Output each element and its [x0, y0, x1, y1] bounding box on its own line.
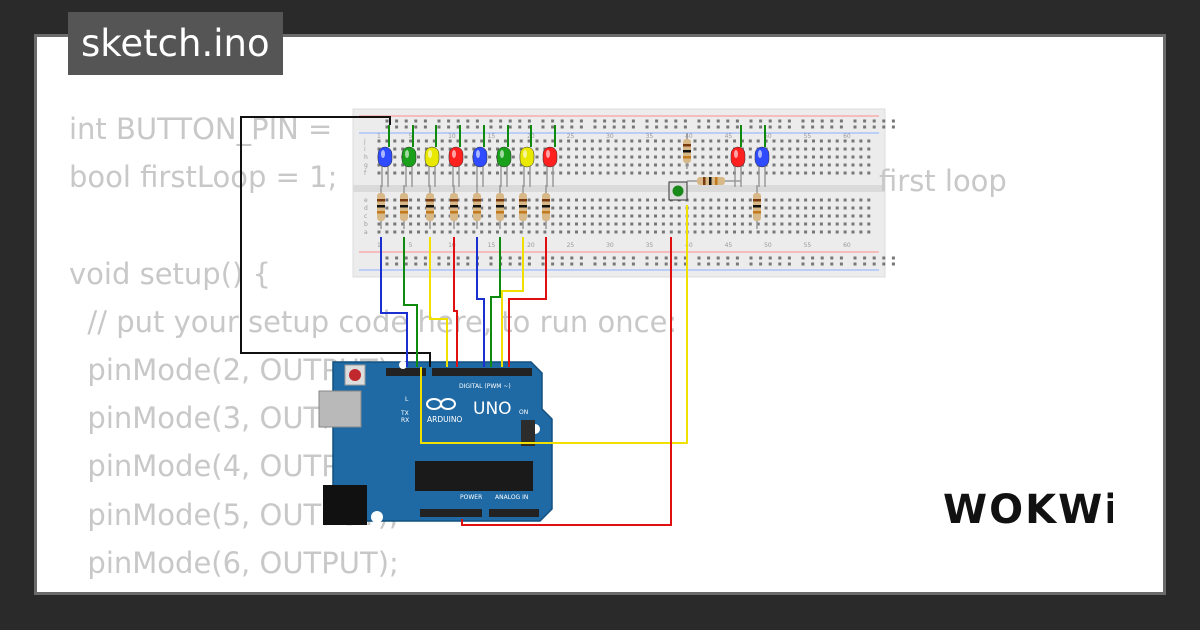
- breadboard-column-label: 55: [804, 242, 812, 249]
- resistor[interactable]: [519, 185, 527, 229]
- l-label: L: [405, 396, 409, 403]
- resistor[interactable]: [377, 185, 385, 229]
- breadboard-column-label: 55: [804, 133, 812, 140]
- resistor[interactable]: [687, 177, 741, 185]
- breadboard-column-label: 15: [488, 133, 496, 140]
- analog-label: ANALOG IN: [495, 494, 528, 501]
- breadboard-row-label: b: [364, 221, 368, 228]
- logo-text: WOKWi: [943, 487, 1113, 533]
- arduino-label: ARDUINO: [427, 415, 462, 424]
- file-tab[interactable]: sketch.ino: [68, 12, 283, 75]
- tx-label: TX: [400, 410, 409, 417]
- breadboard-column-label: 50: [764, 133, 772, 140]
- wire: [501, 237, 524, 367]
- on-label: ON: [519, 409, 528, 416]
- wokwi-logo: WOKWi: [943, 487, 1118, 537]
- wire: [476, 237, 485, 367]
- led[interactable]: [496, 146, 512, 187]
- arduino-uno-board: DIGITAL (PWM ~) UNO ARDUINO ON TX RX L P…: [318, 361, 553, 525]
- breadboard: 1155101015152020252530303535404045455050…: [352, 108, 895, 278]
- breadboard-column-label: 5: [409, 133, 413, 140]
- breadboard-row-label: j: [363, 138, 366, 145]
- breadboard-column-label: 25: [567, 242, 575, 249]
- circuit-diagram: 1155101015152020252530303535404045455050…: [240, 108, 895, 526]
- breadboard-column-label: 45: [725, 242, 733, 249]
- resistor[interactable]: [473, 185, 481, 229]
- breadboard-row-label: a: [364, 229, 368, 236]
- preview-card: int BUTTON_PIN =bool firstLoop = 1;void …: [34, 34, 1166, 595]
- breadboard-column-label: 20: [527, 242, 535, 249]
- code-line: void setup() {: [69, 256, 271, 291]
- resistor[interactable]: [426, 185, 434, 229]
- breadboard-column-label: 1: [377, 133, 381, 140]
- breadboard-column-label: 15: [488, 242, 496, 249]
- resistor[interactable]: [683, 133, 691, 169]
- breadboard-column-label: 30: [606, 242, 614, 249]
- breadboard-row-label: g: [364, 162, 368, 169]
- led[interactable]: [424, 146, 440, 187]
- wire: [508, 237, 547, 367]
- wire: [429, 237, 448, 367]
- breadboard-column-label: 30: [606, 133, 614, 140]
- rx-label: RX: [401, 417, 409, 424]
- breadboard-column-label: 40: [685, 242, 693, 249]
- breadboard-row-label: i: [364, 146, 366, 153]
- resistor[interactable]: [450, 185, 458, 229]
- pushbutton[interactable]: [668, 181, 688, 201]
- led[interactable]: [542, 146, 558, 187]
- breadboard-column-label: 10: [448, 242, 456, 249]
- breadboard-row-label: c: [364, 213, 367, 220]
- breadboard-column-label: 35: [646, 133, 654, 140]
- led[interactable]: [401, 146, 417, 187]
- breadboard-row-label: h: [364, 154, 368, 161]
- breadboard-column-label: 5: [409, 242, 413, 249]
- resistor[interactable]: [542, 185, 550, 229]
- breadboard-row-label: f: [364, 170, 367, 177]
- breadboard-column-label: 40: [685, 133, 693, 140]
- uno-label: UNO: [473, 399, 512, 419]
- breadboard-column-label: 50: [764, 242, 772, 249]
- wire: [453, 237, 458, 367]
- resistor[interactable]: [753, 185, 761, 229]
- code-line: bool firstLoop = 1;: [69, 160, 338, 195]
- code-fragment-right: first loop: [879, 164, 1007, 198]
- led[interactable]: [730, 146, 746, 187]
- wire: [490, 237, 501, 367]
- code-line: // put your setup code here, to run once…: [69, 304, 678, 339]
- resistor[interactable]: [400, 185, 408, 229]
- wire: [240, 116, 431, 367]
- breadboard-column-label: 60: [843, 242, 851, 249]
- wires: [240, 116, 766, 526]
- led[interactable]: [448, 146, 464, 187]
- breadboard-column-label: 60: [843, 133, 851, 140]
- arduino-infinity-logo: [426, 398, 456, 410]
- resistor[interactable]: [496, 185, 504, 229]
- led[interactable]: [754, 146, 770, 187]
- digital-label: DIGITAL (PWM ~): [459, 383, 511, 390]
- code-line: pinMode(6, OUTPUT);: [69, 545, 399, 580]
- led[interactable]: [519, 146, 535, 187]
- power-label: POWER: [460, 494, 482, 501]
- breadboard-column-label: 10: [448, 133, 456, 140]
- led[interactable]: [472, 146, 488, 187]
- breadboard-column-label: 25: [567, 133, 575, 140]
- breadboard-row-label: e: [364, 197, 368, 204]
- wire: [461, 237, 672, 526]
- breadboard-column-label: 1: [377, 242, 381, 249]
- breadboard-column-label: 35: [646, 242, 654, 249]
- led[interactable]: [377, 146, 393, 187]
- wire: [420, 205, 688, 444]
- breadboard-row-label: d: [364, 205, 368, 212]
- wire: [380, 237, 408, 367]
- breadboard-column-label: 45: [725, 133, 733, 140]
- wire: [403, 237, 418, 367]
